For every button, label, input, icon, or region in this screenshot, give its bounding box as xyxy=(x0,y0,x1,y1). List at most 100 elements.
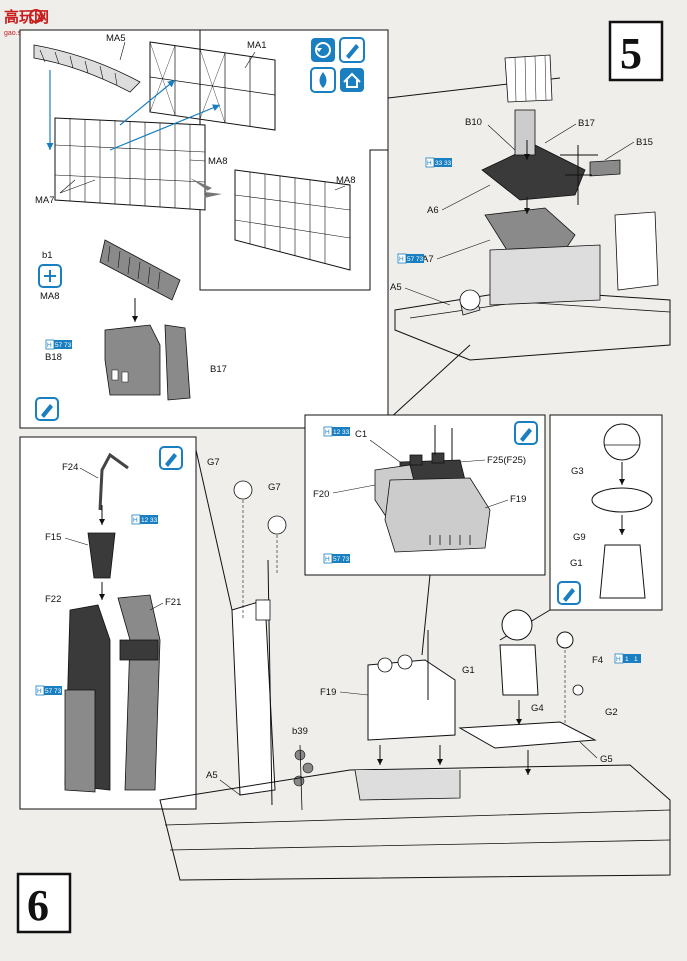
svg-text:12: 12 xyxy=(333,429,341,436)
label-f15: F15 xyxy=(45,532,61,543)
label-b18: B18 xyxy=(45,352,62,363)
label-c1: C1 xyxy=(355,429,367,440)
label-g5: G5 xyxy=(600,754,613,765)
label-f21: F21 xyxy=(165,597,181,608)
svg-text:1: 1 xyxy=(634,656,638,663)
next-arrow xyxy=(190,178,222,198)
part-b1 xyxy=(99,239,181,301)
paint-ref-f22: H 57 73 xyxy=(35,685,62,696)
svg-text:高玩网: 高玩网 xyxy=(4,8,49,26)
label-a7: A7 xyxy=(422,254,434,265)
mast-tower xyxy=(231,480,287,806)
glue-icon xyxy=(557,581,581,605)
label-f19-box: F19 xyxy=(510,494,526,505)
label-ma5: MA5 xyxy=(106,33,126,44)
label-f22: F22 xyxy=(45,594,61,605)
paint-ref-a7: H 57 73 xyxy=(397,253,424,264)
glue-icon xyxy=(339,37,365,63)
paint-ref-b10: H 33 33 xyxy=(425,157,452,168)
glue-icon xyxy=(514,421,538,445)
label-g7a: G7 xyxy=(207,457,220,468)
paint-ref-b18: H 57 73 xyxy=(45,339,72,350)
svg-text:73: 73 xyxy=(416,256,424,263)
part-g1 xyxy=(499,609,539,696)
label-b15: B15 xyxy=(636,137,653,148)
svg-text:H: H xyxy=(37,688,42,695)
svg-text:73: 73 xyxy=(54,688,62,695)
label-b39: b39 xyxy=(292,726,308,737)
label-g3: G3 xyxy=(571,466,584,477)
svg-text:57: 57 xyxy=(45,688,53,695)
svg-text:33: 33 xyxy=(444,160,452,167)
label-b1: b1 xyxy=(42,250,53,261)
part-f19 xyxy=(367,630,456,741)
part-b18 xyxy=(104,324,161,396)
label-g1-box: G1 xyxy=(570,558,583,569)
label-g1: G1 xyxy=(462,665,475,676)
step6-hull xyxy=(159,764,671,881)
house-icon xyxy=(340,68,364,92)
rotate-icon xyxy=(311,38,335,62)
part-g2 xyxy=(572,684,584,696)
step5-superstructure xyxy=(459,211,659,311)
label-g2: G2 xyxy=(605,707,618,718)
part-b17-small xyxy=(164,324,191,401)
svg-text:33: 33 xyxy=(342,429,350,436)
svg-text:33: 33 xyxy=(150,517,158,524)
part-ma8-right xyxy=(234,169,351,271)
svg-text:6: 6 xyxy=(27,881,49,930)
part-f4 xyxy=(556,631,574,649)
svg-text:H: H xyxy=(325,429,330,436)
svg-text:H: H xyxy=(325,556,330,563)
part-ma8-left xyxy=(54,117,206,211)
svg-text:57: 57 xyxy=(55,342,63,349)
part-g5 xyxy=(458,721,597,749)
label-ma8-ref: MA8 xyxy=(40,291,60,302)
svg-text:H: H xyxy=(47,342,52,349)
paint-ref-f4: H 1 1 xyxy=(614,653,641,664)
label-b17: B17 xyxy=(578,118,595,129)
label-f19: F19 xyxy=(320,687,336,698)
label-f4: F4 xyxy=(592,655,603,666)
step-5-number: 5 xyxy=(608,20,664,82)
svg-text:5: 5 xyxy=(620,29,642,78)
label-f24: F24 xyxy=(62,462,78,473)
svg-text:57: 57 xyxy=(407,256,415,263)
label-a5: A5 xyxy=(390,282,402,293)
part-ma5 xyxy=(33,44,141,93)
part-b15 xyxy=(560,145,621,205)
svg-text:H: H xyxy=(616,656,621,663)
part-f19-detail xyxy=(384,477,491,553)
svg-text:H: H xyxy=(427,160,432,167)
label-g9: G9 xyxy=(573,532,586,543)
label-a5-step6: A5 xyxy=(206,770,218,781)
step-6-number: 6 xyxy=(16,872,72,934)
part-g1-detail xyxy=(599,544,646,599)
paint-ref-c1: H 12 33 xyxy=(323,426,350,437)
paint-ref-f20: H 57 73 xyxy=(323,553,350,564)
label-f20: F20 xyxy=(313,489,329,500)
part-g3 xyxy=(603,423,641,461)
label-a6: A6 xyxy=(427,205,439,216)
svg-text:57: 57 xyxy=(333,556,341,563)
paint-ref-f15: H 12 33 xyxy=(131,514,158,525)
connect-icon xyxy=(38,264,62,288)
paint-drop-icon xyxy=(310,67,336,93)
label-b17-small: B17 xyxy=(210,364,227,375)
label-ma7: MA7 xyxy=(35,195,55,206)
svg-text:73: 73 xyxy=(64,342,72,349)
svg-text:12: 12 xyxy=(141,517,149,524)
svg-text:1: 1 xyxy=(625,656,629,663)
label-f25: F25(F25) xyxy=(487,455,526,466)
part-g9 xyxy=(591,487,653,513)
label-ma8-top: MA8 xyxy=(208,156,228,167)
label-ma1: MA1 xyxy=(247,40,267,51)
svg-text:H: H xyxy=(399,256,404,263)
glue-icon xyxy=(159,446,183,470)
part-f24 xyxy=(98,452,129,511)
part-b10 xyxy=(504,54,553,156)
part-a7 xyxy=(484,207,576,256)
part-f21 xyxy=(117,594,161,791)
